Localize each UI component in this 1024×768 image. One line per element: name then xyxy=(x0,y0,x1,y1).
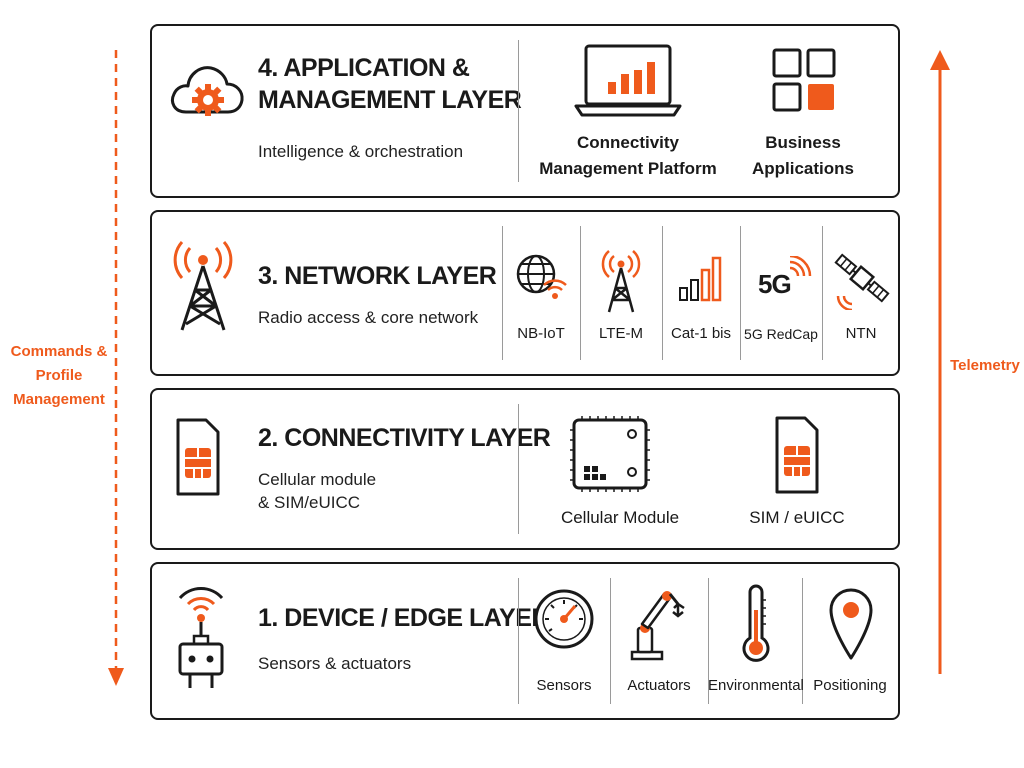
device-layer-title: 1. DEVICE / EDGE LAYER xyxy=(258,604,549,632)
laptop-chart-icon xyxy=(574,42,682,118)
item-label: Actuators xyxy=(627,677,691,694)
item-label: SIM / eUICC xyxy=(749,508,845,527)
application-layer-title: 4. APPLICATION & MANAGEMENT LAYER xyxy=(258,54,522,114)
item-sim-euicc: SIM / eUICC xyxy=(702,390,892,548)
connectivity-layer: 2. CONNECTIVITY LAYER Cellular module & … xyxy=(150,388,900,550)
divider xyxy=(708,578,709,704)
item-label: Cat-1 bis xyxy=(670,325,732,342)
cell-tower-icon xyxy=(168,238,238,334)
device-layer-subtitle: Sensors & actuators xyxy=(258,654,412,673)
5g-badge: 5G xyxy=(758,269,792,299)
divider xyxy=(518,40,519,182)
item-business-applications: Business Applications xyxy=(718,40,888,190)
application-layer-subtitle: Intelligence & orchestration xyxy=(258,142,464,161)
connectivity-layer-subtitle: Cellular module & SIM/eUICC xyxy=(258,470,377,512)
cellular-module-icon xyxy=(568,414,652,494)
divider xyxy=(802,578,803,704)
item-cat-1-bis: Cat-1 bis xyxy=(662,212,740,374)
item-label: Connectivity Management Platform xyxy=(539,133,717,178)
item-connectivity-management-platform: Connectivity Management Platform xyxy=(530,40,726,190)
divider xyxy=(822,226,823,360)
signal-bars-icon xyxy=(678,256,724,302)
item-label: Sensors xyxy=(536,677,592,694)
robot-arm-icon xyxy=(628,582,690,662)
item-label: 5G RedCap xyxy=(744,326,818,342)
telemetry-arrow xyxy=(928,48,952,678)
5g-icon: 5G xyxy=(754,256,814,304)
item-sensors: Sensors xyxy=(518,564,610,718)
item-cellular-module: Cellular Module xyxy=(530,390,710,548)
app-grid-icon xyxy=(772,48,836,112)
item-5g-redcap: 5G 5G RedCap xyxy=(740,212,822,374)
divider xyxy=(518,578,519,704)
item-label: Cellular Module xyxy=(560,508,680,527)
divider xyxy=(610,578,611,704)
item-label: NTN xyxy=(845,325,877,342)
item-label: Business Applications xyxy=(751,133,854,178)
globe-wifi-icon xyxy=(514,252,570,302)
item-ntn: NTN xyxy=(822,212,900,374)
item-lte-m: LTE-M xyxy=(580,212,662,374)
commands-label: Commands & Profile Management xyxy=(10,343,108,408)
divider xyxy=(740,226,741,360)
divider xyxy=(518,404,519,534)
item-label: LTE-M xyxy=(599,325,643,342)
commands-arrow xyxy=(106,48,126,692)
device-layer: 1. DEVICE / EDGE LAYER Sensors & actuato… xyxy=(150,562,900,720)
item-label: Environmental xyxy=(708,677,804,694)
item-label: Positioning xyxy=(813,677,887,694)
location-pin-icon xyxy=(828,586,874,660)
sim-card-icon xyxy=(174,416,222,498)
network-layer: 3. NETWORK LAYER Radio access & core net… xyxy=(150,210,900,376)
network-layer-subtitle: Radio access & core network xyxy=(258,308,479,327)
telemetry-label: Telemetry xyxy=(950,357,1020,374)
gauge-icon xyxy=(533,588,595,650)
divider xyxy=(580,226,581,360)
network-layer-title: 3. NETWORK LAYER xyxy=(258,262,497,290)
connectivity-layer-title: 2. CONNECTIVITY LAYER xyxy=(258,424,551,452)
antenna-icon xyxy=(599,248,643,314)
divider xyxy=(662,226,663,360)
cloud-gear-icon xyxy=(168,60,246,120)
item-environmental: Environmental xyxy=(708,564,804,718)
sim-card-icon xyxy=(773,414,821,496)
satellite-icon xyxy=(832,250,892,310)
item-actuators: Actuators xyxy=(610,564,708,718)
divider xyxy=(502,226,503,360)
application-layer: 4. APPLICATION & MANAGEMENT LAYER Intell… xyxy=(150,24,900,198)
thermometer-icon xyxy=(742,584,770,666)
item-nb-iot: NB-IoT xyxy=(502,212,580,374)
item-positioning: Positioning xyxy=(802,564,898,718)
iot-device-icon xyxy=(166,582,236,692)
item-label: NB-IoT xyxy=(517,325,565,342)
